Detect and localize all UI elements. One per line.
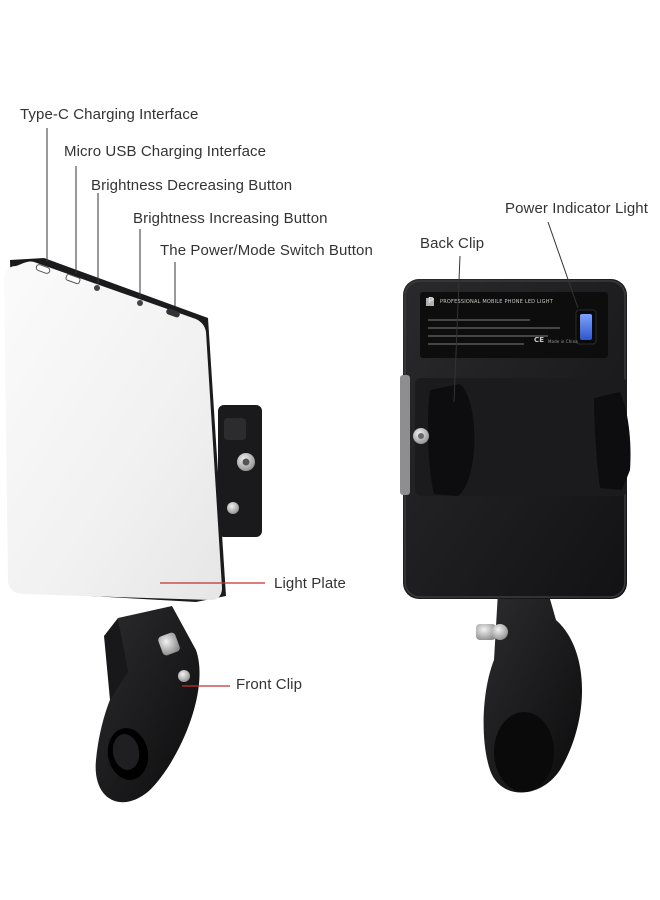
- front-clip: [95, 606, 200, 803]
- label-light-plate: Light Plate: [274, 575, 346, 592]
- brightness-up-button: [137, 300, 143, 306]
- back-clip-assembly: [413, 378, 631, 496]
- power-mode-button: [166, 308, 180, 318]
- label-front-clip: Front Clip: [236, 676, 303, 693]
- front-device: [4, 258, 262, 803]
- brand-mark: P: [428, 296, 434, 305]
- label-brightness-up: Brightness Increasing Button: [133, 210, 328, 227]
- label-power-mode: The Power/Mode Switch Button: [160, 242, 373, 259]
- label-power-indicator: Power Indicator Light: [505, 200, 649, 217]
- label-micro-usb: Micro USB Charging Interface: [64, 143, 267, 160]
- made-in-text: Made in China: [548, 339, 578, 344]
- light-plate: [4, 261, 222, 600]
- leader-back-clip: [453, 255, 461, 403]
- spec-label: [420, 292, 608, 358]
- back-clip-left-jaw: [427, 384, 475, 496]
- leader-lines: [46, 128, 579, 403]
- side-edge: [400, 375, 410, 495]
- micro-usb-port: [65, 273, 81, 285]
- label-type-c: Type-C Charging Interface: [20, 106, 199, 123]
- side-mount: [218, 405, 262, 537]
- back-clip-right-jaw: [594, 392, 631, 490]
- back-device: [400, 279, 631, 793]
- leader-lines-red: [160, 582, 265, 687]
- ce-mark: CE: [534, 336, 545, 344]
- top-edge-ports: [35, 264, 180, 318]
- brightness-down-button: [94, 285, 100, 291]
- product-title: PROFESSIONAL MOBILE PHONE LED LIGHT: [440, 299, 553, 305]
- leader-power-indicator: [547, 221, 579, 309]
- label-brightness-down: Brightness Decreasing Button: [91, 177, 293, 194]
- power-indicator-led: [580, 314, 592, 340]
- type-c-port: [35, 264, 51, 274]
- label-back-clip: Back Clip: [420, 235, 485, 252]
